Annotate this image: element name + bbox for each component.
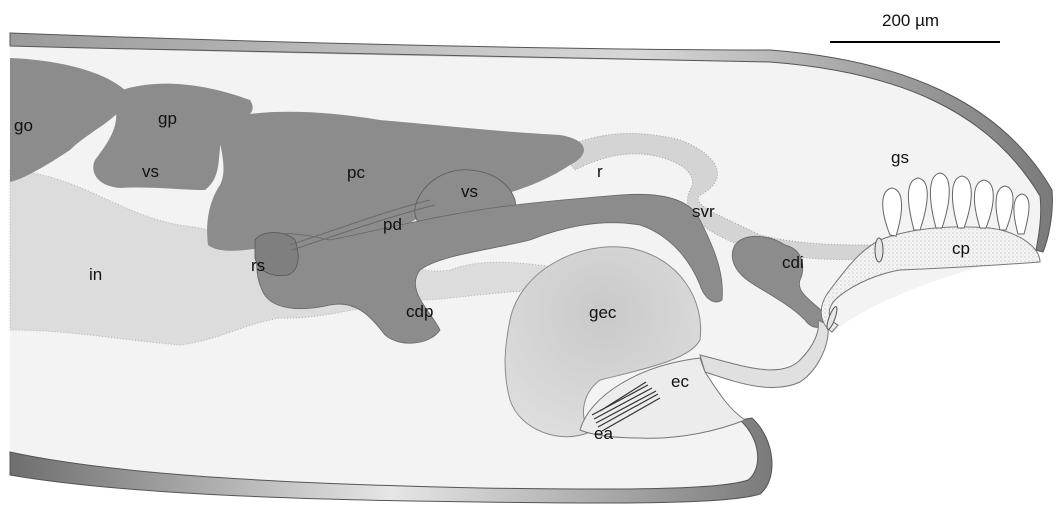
cp-opening (875, 238, 883, 262)
label-pc: pc (347, 163, 365, 182)
label-gec: gec (589, 303, 617, 322)
label-vs-right: vs (461, 182, 478, 201)
label-gs: gs (891, 148, 909, 167)
label-rs: rs (251, 256, 265, 275)
label-ea: ea (594, 424, 613, 443)
label-svr: svr (692, 202, 715, 221)
label-r: r (597, 162, 603, 181)
label-cp: cp (952, 239, 970, 258)
label-gp: gp (158, 109, 177, 128)
label-in: in (89, 265, 102, 284)
scale-bar-label: 200 µm (882, 11, 939, 30)
label-ec: ec (671, 372, 689, 391)
label-go: go (14, 116, 33, 135)
label-cdi: cdi (782, 253, 804, 272)
label-pd: pd (383, 215, 402, 234)
label-vs-left: vs (142, 162, 159, 181)
label-cdp: cdp (406, 302, 433, 321)
